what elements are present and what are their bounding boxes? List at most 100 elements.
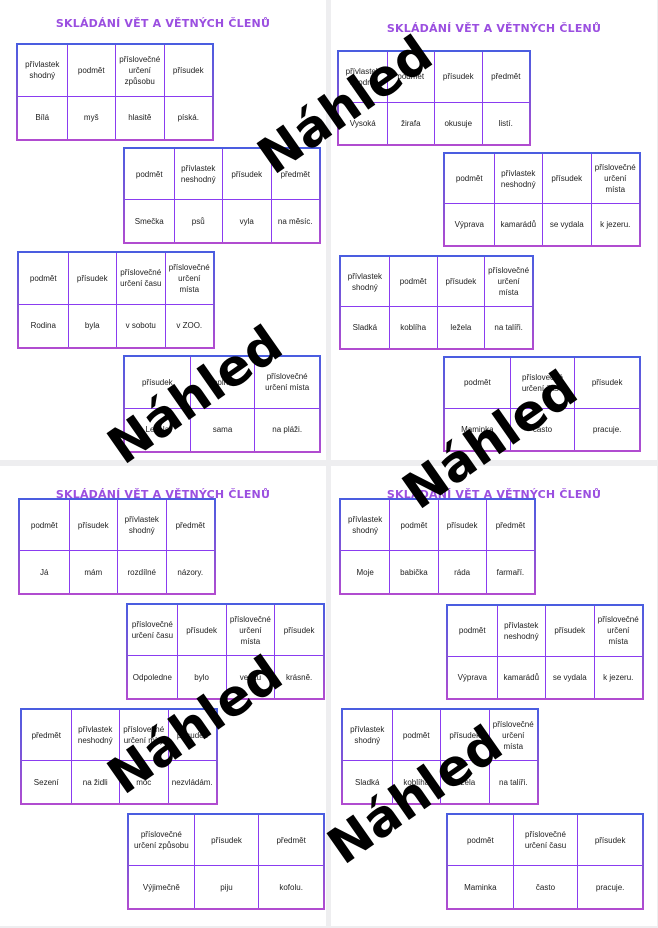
word-tile[interactable]: k jezeru. <box>590 204 640 245</box>
word-tile[interactable]: Sladká <box>355 777 380 787</box>
sentence-part-label: přísudek <box>436 257 485 307</box>
sentence-part-label: podmět <box>29 273 57 283</box>
sentence-part-label: přívlastek neshodný <box>493 154 543 204</box>
word-tile[interactable]: kamarádů <box>493 204 543 245</box>
word-tile[interactable]: myš <box>66 96 116 139</box>
word-tile[interactable]: na pláži. <box>254 408 319 451</box>
word-tile[interactable]: Sezení <box>33 777 59 787</box>
word-tile[interactable]: Já <box>40 567 49 577</box>
sentence-part-label: přívlastek shodný <box>117 500 166 551</box>
word-tile[interactable]: krásně. <box>274 656 323 698</box>
word-tile[interactable]: na měsíc. <box>270 200 320 242</box>
word-tile[interactable]: venku <box>225 656 275 698</box>
sentence-part-label: předmět <box>165 500 215 551</box>
sentence-part-label: příslovečné určení místa <box>484 257 532 307</box>
word-tile[interactable]: moc <box>119 761 168 803</box>
word-tile[interactable]: mám <box>68 551 118 593</box>
sentence-part-label: příslovečné určení místa <box>488 710 538 761</box>
sentence-part-label: přísudek <box>167 710 217 761</box>
sentence-part-label: podmět <box>389 500 437 551</box>
sentence-part-label: podmět <box>463 378 491 388</box>
sentence-part-label: podmět <box>66 45 116 96</box>
word-tile[interactable]: v sobotu <box>116 304 165 347</box>
sentence-part-label: podmět <box>30 520 58 530</box>
word-tile[interactable]: Vysoká <box>349 118 376 128</box>
sentence-part-label: podmět <box>386 52 435 102</box>
word-tile[interactable]: pracuje. <box>577 866 642 908</box>
word-tile[interactable]: Výprava <box>457 672 487 682</box>
word-tile[interactable]: často <box>509 408 575 450</box>
word-tile[interactable]: okusuje <box>434 102 482 144</box>
word-tile[interactable]: Odpoledne <box>132 672 172 682</box>
word-tile[interactable]: rozdílné <box>117 551 166 593</box>
word-tile[interactable]: ležela <box>436 307 485 348</box>
word-tile[interactable]: nezvládám. <box>167 761 217 803</box>
word-tile[interactable]: Smečka <box>134 216 164 226</box>
word-tile[interactable]: Výprava <box>454 220 484 230</box>
word-tile[interactable]: ležela <box>440 761 489 803</box>
word-tile[interactable]: farmaří. <box>485 551 534 593</box>
word-tile[interactable]: vyla <box>222 200 271 242</box>
word-tile[interactable]: píská. <box>163 96 213 139</box>
word-tile[interactable]: na židli <box>70 761 120 803</box>
sentence-part-label: přívlastek shodný <box>347 271 382 292</box>
sentence-part-label: příslovečné určení místa <box>593 606 643 656</box>
word-tile[interactable]: Moje <box>356 567 374 577</box>
word-tile[interactable]: koblíha <box>388 307 437 348</box>
word-tile[interactable]: k jezeru. <box>593 656 643 698</box>
word-tile[interactable]: Rodina <box>30 321 56 331</box>
word-tile[interactable]: psů <box>173 200 223 242</box>
sentence-part-label: přísudek <box>163 45 213 96</box>
word-tile[interactable]: na talíři. <box>488 761 538 803</box>
word-tile[interactable]: bylo <box>176 656 226 698</box>
word-tile[interactable]: Bílá <box>35 113 50 123</box>
word-tile[interactable]: Maminka <box>464 882 497 892</box>
sentence-part-label: příslovečné určení času <box>116 253 165 304</box>
word-tile[interactable]: Výjimečně <box>142 882 180 892</box>
word-tile[interactable]: Sladká <box>352 323 378 333</box>
word-tile[interactable]: Ležela <box>145 425 170 435</box>
word-tile[interactable]: babička <box>389 551 437 593</box>
word-tile[interactable]: ráda <box>437 551 486 593</box>
word-tile[interactable]: Maminka <box>461 424 494 434</box>
word-tile[interactable]: koblíha <box>391 761 441 803</box>
word-tile[interactable]: se vydala <box>545 656 594 698</box>
word-tile[interactable]: kofolu. <box>258 866 323 908</box>
sentence-part-label: přívlastek shodný <box>25 60 60 81</box>
word-tile[interactable]: kamarádů <box>496 656 546 698</box>
word-tile[interactable]: často <box>512 866 578 908</box>
word-tile[interactable]: sama <box>189 408 255 451</box>
word-tile[interactable]: piju <box>193 866 259 908</box>
word-tile[interactable]: žirafa <box>386 102 435 144</box>
word-tile[interactable]: hlasitě <box>115 96 164 139</box>
word-tile[interactable]: na talíři. <box>484 307 532 348</box>
sentence-part-label: příslovečné určení místa <box>590 154 640 204</box>
word-tile[interactable]: listí. <box>481 102 530 144</box>
word-tile[interactable]: názory. <box>165 551 215 593</box>
word-tile[interactable]: pracuje. <box>574 408 639 450</box>
sentence-part-label: předmět <box>258 815 323 866</box>
sentence-part-label: přívlastek shodný <box>348 515 383 536</box>
word-tile[interactable]: v ZOO. <box>164 304 214 347</box>
word-tile[interactable]: se vydala <box>542 204 591 245</box>
word-tile[interactable]: byla <box>67 304 117 347</box>
sentence-part-label: podmět <box>388 257 437 307</box>
